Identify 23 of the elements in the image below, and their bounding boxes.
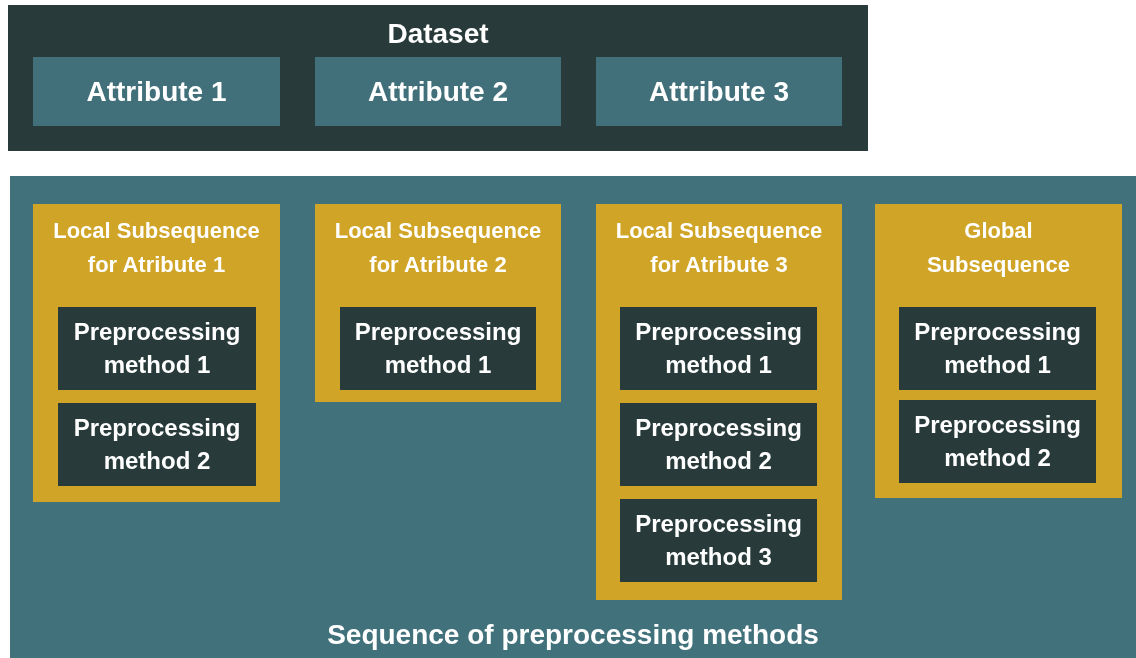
- subsequence-box: [33, 204, 280, 502]
- method-box: Preprocessing method 2: [899, 400, 1096, 483]
- attribute-box: Attribute 2: [315, 57, 561, 126]
- group-heading: Local Subsequence for Atribute 2: [333, 217, 543, 280]
- method-box: Preprocessing method 2: [620, 403, 817, 486]
- method-box: Preprocessing method 1: [620, 307, 817, 390]
- panel-caption: Sequence of preprocessing methods: [327, 618, 819, 653]
- method-box: Preprocessing method 1: [899, 307, 1096, 390]
- method-box: Preprocessing method 1: [58, 307, 256, 390]
- group-heading: Global Subsequence: [925, 217, 1071, 280]
- subsequence-box: [596, 204, 842, 600]
- group-heading: Local Subsequence for Atribute 1: [52, 217, 261, 280]
- sequence-panel: [10, 176, 1136, 658]
- method-box: Preprocessing method 3: [620, 499, 817, 582]
- attribute-box: Attribute 3: [596, 57, 842, 126]
- attribute-box: Attribute 1: [33, 57, 280, 126]
- subsequence-box: [875, 204, 1122, 498]
- subsequence-box: [315, 204, 561, 402]
- group-heading: Dataset: [387, 17, 489, 51]
- method-box: Preprocessing method 1: [340, 307, 536, 390]
- dataset-panel: [8, 5, 868, 151]
- method-box: Preprocessing method 2: [58, 403, 256, 486]
- group-heading: Local Subsequence for Atribute 3: [614, 217, 824, 280]
